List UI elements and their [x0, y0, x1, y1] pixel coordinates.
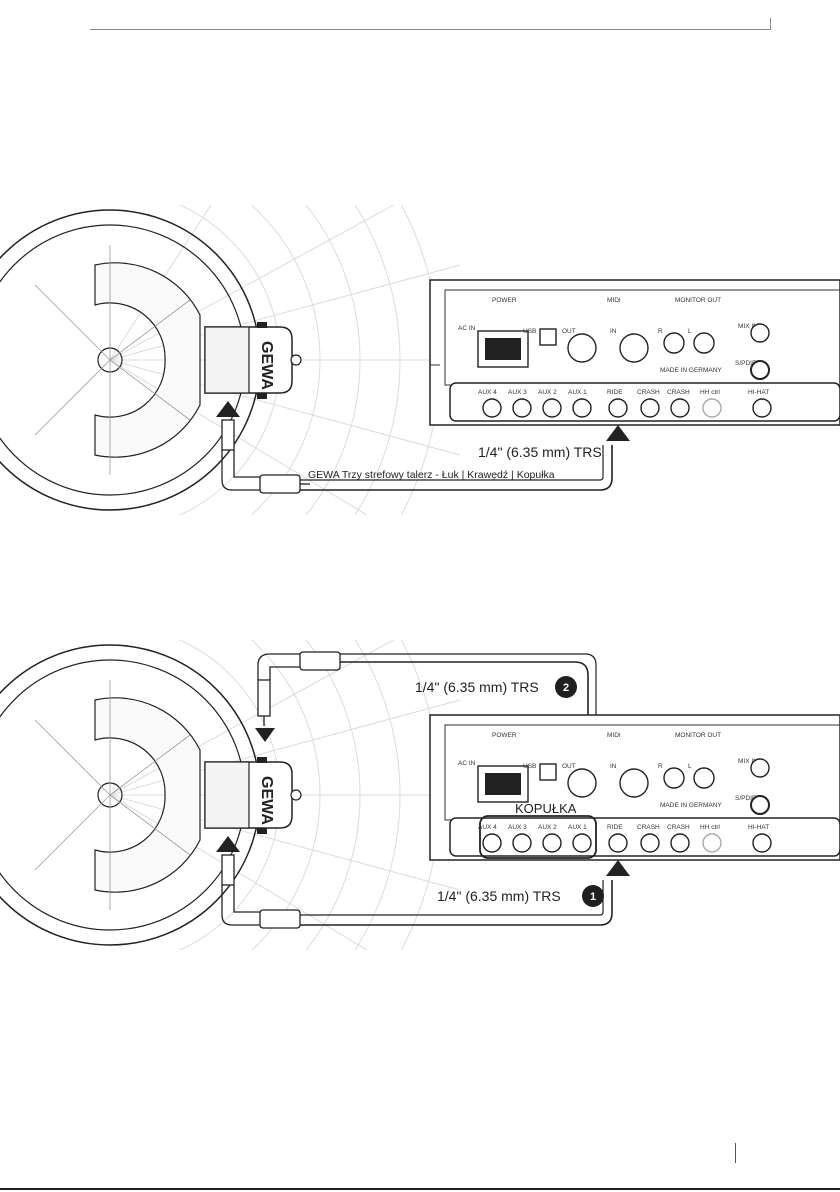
usb-port [540, 329, 556, 345]
gewa-module: GEWA [205, 322, 301, 399]
panel-mon-r: R [658, 328, 663, 335]
panel-midi-in: IN [610, 763, 617, 770]
input-hihat: HI-HAT [748, 824, 769, 831]
down-arrow-icon [255, 728, 275, 742]
badge-1-number: 1 [590, 891, 596, 903]
panel-monitor-label: MONITOR OUT [675, 297, 721, 304]
input-aux3: AUX 3 [508, 824, 527, 831]
spdif-port [751, 796, 769, 814]
header-tick [770, 18, 771, 30]
input-crash2: CRASH [667, 824, 690, 831]
input-hh-ctrl: HH ctrl [700, 824, 720, 831]
panel-midi-out: OUT [562, 328, 576, 335]
input-aux2: AUX 2 [538, 824, 557, 831]
panel-mon-l: L [688, 763, 692, 770]
panel-midi-label: MIDI [607, 732, 621, 739]
monitor-r-port [664, 768, 684, 788]
cable-spec-label: 1/4" (6.35 mm) TRS [478, 444, 602, 460]
gewa-module: GEWA [205, 757, 301, 834]
panel-ac-in: AC IN [458, 760, 476, 767]
connection-diagram-1: GEWA POWER MIDI MONITOR OUT AC IN USB OU… [0, 205, 840, 515]
input-crash2: CRASH [667, 389, 690, 396]
panel-usb: USB [523, 328, 536, 335]
module-rear-panel: POWER MIDI MONITOR OUT AC IN USB OUT IN … [430, 280, 840, 425]
module-rear-panel: POWER MIDI MONITOR OUT AC IN USB OUT IN … [430, 715, 840, 860]
input-aux2: AUX 2 [538, 389, 557, 396]
connection-diagram-2: GEWA POWER MIDI MONITOR OUT AC IN USB OU… [0, 640, 840, 950]
midi-out-port [568, 334, 596, 362]
input-aux1: AUX 1 [568, 824, 587, 831]
panel-midi-in: IN [610, 328, 617, 335]
input-crash1: CRASH [637, 824, 660, 831]
header-rule [90, 29, 770, 30]
panel-ac-in: AC IN [458, 325, 476, 332]
trs-jack-plug-top [258, 652, 340, 716]
arrow-up-icon [606, 860, 630, 876]
input-ride: RIDE [607, 389, 623, 396]
trs-jack-plug [222, 855, 300, 928]
input-aux3: AUX 3 [508, 389, 527, 396]
panel-power-label: POWER [492, 297, 517, 304]
input-hihat: HI-HAT [748, 389, 769, 396]
cable1-spec-label: 1/4" (6.35 mm) TRS [437, 888, 561, 904]
input-hh-ctrl: HH ctrl [700, 389, 720, 396]
input-crash1: CRASH [637, 389, 660, 396]
panel-midi-out: OUT [562, 763, 576, 770]
panel-monitor-label: MONITOR OUT [675, 732, 721, 739]
mix-in-port [751, 324, 769, 342]
monitor-l-port [694, 768, 714, 788]
gewa-brand: GEWA [258, 776, 275, 825]
panel-made-in: MADE IN GERMANY [660, 802, 722, 809]
panel-mon-l: L [688, 328, 692, 335]
input-aux4: AUX 4 [478, 389, 497, 396]
monitor-l-port [694, 333, 714, 353]
footer-rule [0, 1188, 840, 1190]
cymbal-description: GEWA Trzy strefowy talerz - Łuk | Krawęd… [308, 469, 555, 481]
badge-2-number: 2 [563, 682, 569, 694]
midi-out-port [568, 769, 596, 797]
gewa-brand: GEWA [258, 341, 275, 390]
midi-in-port [620, 334, 648, 362]
cable2-spec-label: 1/4" (6.35 mm) TRS [415, 679, 539, 695]
input-ride: RIDE [607, 824, 623, 831]
panel-made-in: MADE IN GERMANY [660, 367, 722, 374]
panel-midi-label: MIDI [607, 297, 621, 304]
mix-in-port [751, 759, 769, 777]
panel-usb: USB [523, 763, 536, 770]
input-aux1: AUX 1 [568, 389, 587, 396]
panel-power-label: POWER [492, 732, 517, 739]
kopulka-label: KOPUŁKA [515, 801, 577, 816]
monitor-r-port [664, 333, 684, 353]
panel-mon-r: R [658, 763, 663, 770]
usb-port [540, 764, 556, 780]
midi-in-port [620, 769, 648, 797]
spdif-port [751, 361, 769, 379]
footer-tick [735, 1143, 736, 1163]
arrow-up-icon [606, 425, 630, 441]
input-aux4: AUX 4 [478, 824, 497, 831]
